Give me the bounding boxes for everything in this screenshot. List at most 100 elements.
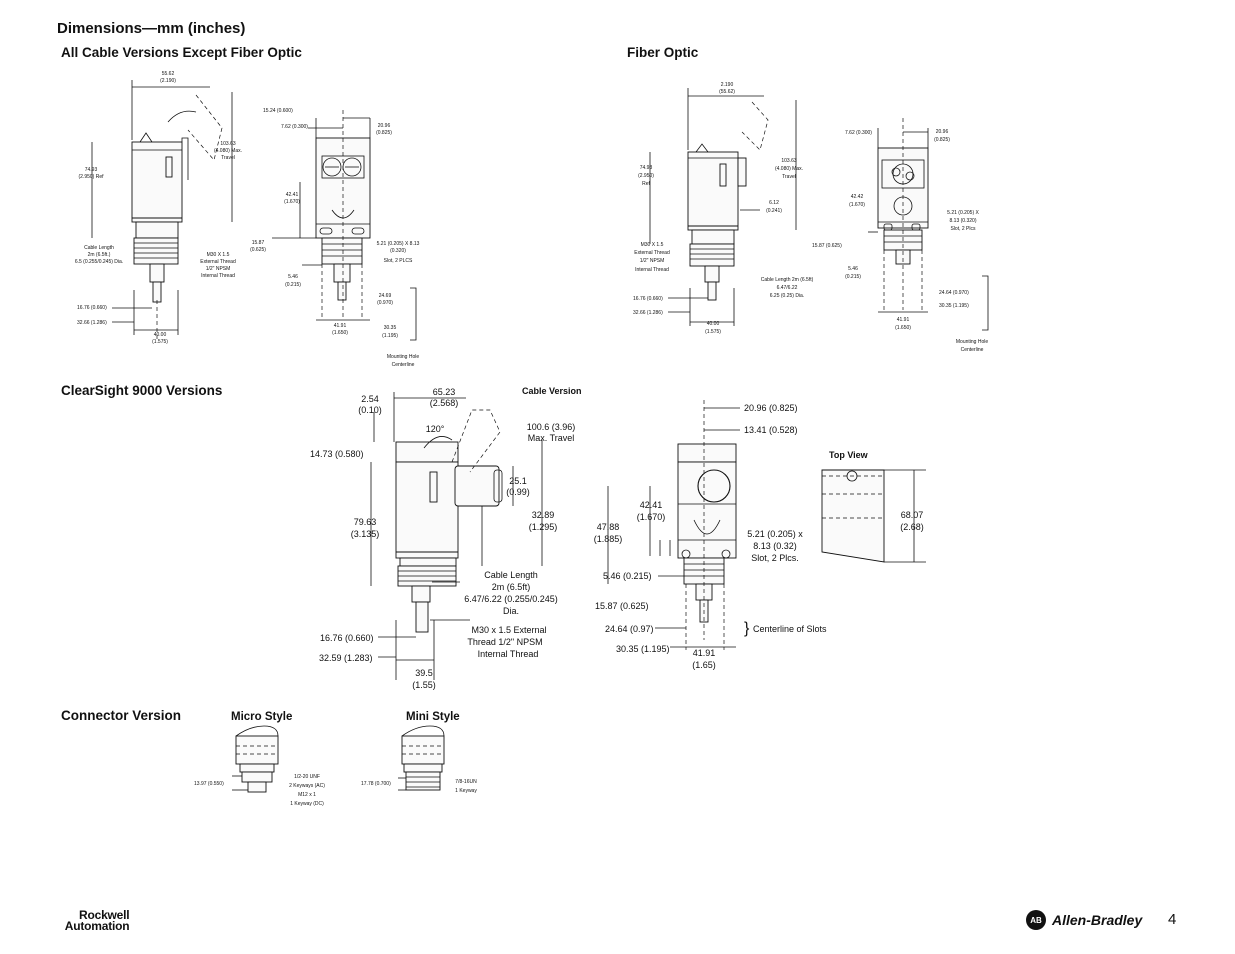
dim-label: (1.670) bbox=[284, 199, 300, 205]
dim-label: 6.25 (0.25) Dia. bbox=[770, 293, 804, 299]
dim-label: 74.93 bbox=[640, 165, 653, 171]
dim-label: Mounting Hole bbox=[387, 354, 419, 360]
dim-label: 2m (6.5ft.) bbox=[88, 252, 111, 258]
dim-label: (2.950) Ref bbox=[78, 174, 104, 180]
mini-connector-drawing bbox=[398, 725, 445, 791]
dim-label: External Thread bbox=[634, 250, 670, 256]
dim-label: Thread 1/2" NPSM bbox=[467, 637, 542, 647]
dim-label: 120° bbox=[426, 424, 445, 434]
dim-label: 42.41 bbox=[640, 500, 663, 510]
rockwell-logo-line1: Rockwell bbox=[79, 908, 130, 922]
dim-label: Slot, 2 Plcs. bbox=[751, 553, 799, 563]
dim-label: 7.62 (0.300) bbox=[845, 130, 872, 136]
dim-label: 42.42 bbox=[851, 194, 864, 200]
dim-label: 15.87 (0.625) bbox=[595, 601, 649, 611]
dim-label: (0.825) bbox=[376, 130, 392, 136]
rockwell-logo-line2: Automation bbox=[64, 919, 130, 933]
dim-label: 5.46 bbox=[848, 266, 858, 272]
dim-label: 20.96 bbox=[936, 129, 949, 135]
rockwell-automation-logo: Rockwell Automation bbox=[57, 908, 130, 933]
dim-label: 6.12 bbox=[769, 200, 779, 206]
clearsight-dimension-labels: 2.54 (0.10) 65.23 (2.568) 100.6 (3.96) M… bbox=[310, 387, 924, 690]
allen-bradley-logo: AB Allen-Bradley bbox=[1026, 910, 1142, 930]
dim-label: (0.825) bbox=[934, 137, 950, 143]
dim-label: 5.21 (0.205) x bbox=[747, 529, 803, 539]
dim-label: 100.6 (3.96) bbox=[527, 422, 576, 432]
dim-label: Centerline bbox=[392, 362, 415, 368]
dim-label: (0.215) bbox=[285, 282, 301, 288]
dim-label: 1/2-20 UNF bbox=[294, 774, 320, 780]
dim-label: 24.69 bbox=[379, 293, 392, 299]
dim-label: 32.89 bbox=[532, 510, 555, 520]
dim-label: (0.241) bbox=[766, 208, 782, 214]
dim-label: 13.97 (0.550) bbox=[194, 781, 224, 787]
dim-label: 1/2" NPSM bbox=[206, 266, 231, 272]
dim-label: 65.23 bbox=[433, 387, 456, 397]
dim-label: (0.320) bbox=[390, 248, 406, 254]
centerline-brace: } bbox=[744, 620, 750, 637]
clearsight-top-view bbox=[821, 469, 926, 563]
dim-label: (1.55) bbox=[412, 680, 436, 690]
dim-label: 25.1 bbox=[509, 476, 527, 486]
dim-label: 1 Keyway bbox=[455, 788, 477, 794]
connector-dimension-labels: 13.97 (0.550) 1/2-20 UNF 2 Keyways (AC) … bbox=[194, 774, 477, 807]
dim-label: (1.670) bbox=[637, 512, 666, 522]
dim-label: M30 x 1.5 External bbox=[471, 625, 546, 635]
dim-label: 6.47/6.22 bbox=[777, 285, 798, 291]
dim-label: 15.87 (0.625) bbox=[812, 243, 842, 249]
dim-label: 79.63 bbox=[354, 517, 377, 527]
dim-label: Max. Travel bbox=[528, 433, 575, 443]
dim-label: 32.66 (1.286) bbox=[633, 310, 663, 316]
dim-label: 1 Keyway (DC) bbox=[290, 801, 324, 807]
dim-label: 55.62 bbox=[162, 71, 175, 77]
fiber-sensor-side-view bbox=[649, 88, 797, 326]
dim-label: (2.190) bbox=[160, 78, 176, 84]
dim-label: (55.62) bbox=[719, 89, 735, 95]
fiber-sensor-front-view bbox=[868, 118, 989, 331]
dim-label: 2.190 bbox=[721, 82, 734, 88]
dim-label: (1.650) bbox=[895, 325, 911, 331]
dim-label: 5.21 (0.205) X bbox=[947, 210, 979, 216]
dim-label: 41.91 bbox=[897, 317, 910, 323]
section-title-cable: All Cable Versions Except Fiber Optic bbox=[61, 45, 302, 60]
clearsight-front-view bbox=[607, 400, 740, 650]
dim-label: 1/2" NPSM bbox=[640, 258, 665, 264]
dim-label: (0.10) bbox=[358, 405, 382, 415]
subtitle-mini-style: Mini Style bbox=[406, 711, 460, 723]
dim-label: 74.93 bbox=[85, 167, 98, 173]
dim-label: Centerline of Slots bbox=[753, 624, 827, 634]
dim-label: Mounting Hole bbox=[956, 339, 988, 345]
dim-label: (2.568) bbox=[430, 398, 459, 408]
section-title-clearsight: ClearSight 9000 Versions bbox=[61, 383, 223, 398]
dim-label: (1.295) bbox=[529, 522, 558, 532]
dim-label: External Thread bbox=[200, 259, 236, 265]
dim-label: 5.46 (0.215) bbox=[603, 571, 652, 581]
dim-label: 30.35 (1.195) bbox=[939, 303, 969, 309]
section-title-fiber: Fiber Optic bbox=[627, 45, 699, 60]
dim-label: 16.76 (0.660) bbox=[633, 296, 663, 302]
ab-logo-icon: AB bbox=[1026, 910, 1046, 930]
dim-label: 68.07 bbox=[901, 510, 924, 520]
dim-label: M30 X 1.5 bbox=[641, 242, 664, 248]
dim-label: 15.87 bbox=[252, 240, 265, 246]
subtitle-top-view: Top View bbox=[829, 450, 868, 460]
dim-label: 2 Keyways (AC) bbox=[289, 783, 325, 789]
dim-label: (0.99) bbox=[506, 487, 530, 497]
dim-label: 7.62 (0.300) bbox=[281, 124, 308, 130]
dim-label: Travel bbox=[221, 155, 235, 161]
dim-label: 32.66 (1.286) bbox=[77, 320, 107, 326]
dim-label: Slot, 2 PLCS bbox=[384, 258, 413, 264]
dim-label: 2m (6.5ft) bbox=[492, 582, 531, 592]
cable-sensor-front-view bbox=[272, 110, 417, 341]
dim-label: (1.65) bbox=[692, 660, 716, 670]
dim-label: (1.885) bbox=[594, 534, 623, 544]
section-title-connector: Connector Version bbox=[61, 708, 182, 723]
dim-label: (1.575) bbox=[705, 329, 721, 335]
subtitle-micro-style: Micro Style bbox=[231, 711, 293, 723]
dim-label: 40.00 bbox=[154, 332, 167, 338]
dim-label: 47.88 bbox=[597, 522, 620, 532]
dim-label: 8.13 (0.32) bbox=[753, 541, 797, 551]
dim-label: 30.35 (1.195) bbox=[616, 644, 670, 654]
dim-label: 16.76 (0.660) bbox=[77, 305, 107, 311]
dim-label: (1.195) bbox=[382, 333, 398, 339]
